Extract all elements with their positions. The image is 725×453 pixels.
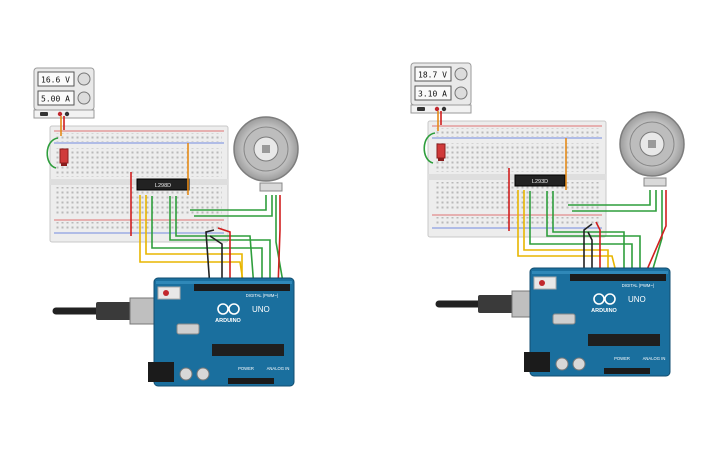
analog-header-label: ANALOG IN — [643, 356, 666, 361]
current-knob[interactable] — [77, 91, 91, 105]
motor-icon[interactable] — [619, 111, 685, 187]
diode-component[interactable] — [436, 143, 446, 161]
usb-cable-icon[interactable] — [435, 290, 543, 318]
digital-header-label: DIGITAL (PWM~) — [622, 283, 655, 288]
atmega-chip — [212, 344, 284, 356]
motor-driver-chip[interactable]: L298D — [136, 178, 190, 191]
psu-voltage-display: 16.6 V — [41, 76, 70, 85]
chip-label: L298D — [155, 183, 171, 189]
board-brand: ARDUINO — [215, 318, 241, 324]
analog-header-label: ANALOG IN — [267, 366, 290, 371]
atmega-chip — [588, 334, 660, 346]
psu-current-display: 5.00 A — [41, 95, 70, 104]
arduino-logo-icon — [217, 303, 240, 315]
circuit-left: 16.6 V 5.00 A — [33, 67, 299, 387]
board-model: UNO — [628, 295, 646, 304]
psu-terminal-positive[interactable] — [434, 106, 440, 112]
usb-cable-icon[interactable] — [52, 297, 163, 325]
dc-jack[interactable] — [524, 352, 550, 372]
psu-terminal-positive[interactable] — [57, 111, 63, 117]
wires-right[interactable] — [423, 111, 667, 376]
psu-switch[interactable] — [40, 112, 48, 116]
digital-header-label: DIGITAL (PWM~) — [246, 293, 279, 298]
voltage-knob[interactable] — [77, 72, 91, 86]
reset-button[interactable] — [539, 280, 545, 286]
breadboard[interactable] — [49, 125, 229, 243]
current-knob[interactable] — [454, 86, 468, 100]
psu-switch[interactable] — [417, 107, 425, 111]
board-brand: ARDUINO — [591, 308, 617, 314]
psu-voltage-display: 18.7 V — [418, 71, 447, 80]
psu-terminal-negative[interactable] — [441, 106, 447, 112]
power-header-label: POWER — [238, 366, 254, 371]
diode-component[interactable] — [59, 148, 69, 166]
arduino-board[interactable]: DIGITAL (PWM~) UNO ARDUINO POWER ANALOG … — [524, 267, 671, 377]
arduino-logo-icon — [593, 293, 616, 305]
power-supply-icon[interactable]: 18.7 V 3.10 A — [410, 62, 472, 114]
reset-button[interactable] — [163, 290, 169, 296]
psu-current-display: 3.10 A — [418, 90, 447, 99]
dc-jack[interactable] — [148, 362, 174, 382]
power-supply-icon[interactable]: 16.6 V 5.00 A — [33, 67, 95, 119]
motor-driver-chip[interactable]: L293D — [514, 174, 566, 187]
chip-label: L293D — [532, 179, 548, 185]
circuit-right: 18.7 V 3.10 A — [410, 62, 685, 377]
arduino-board[interactable]: DIGITAL (PWM~) UNO ARDUINO POWER ANALOG … — [148, 277, 295, 387]
voltage-knob[interactable] — [454, 67, 468, 81]
board-model: UNO — [252, 305, 270, 314]
power-header-label: POWER — [614, 356, 630, 361]
motor-icon[interactable] — [233, 116, 299, 192]
psu-terminal-negative[interactable] — [64, 111, 70, 117]
